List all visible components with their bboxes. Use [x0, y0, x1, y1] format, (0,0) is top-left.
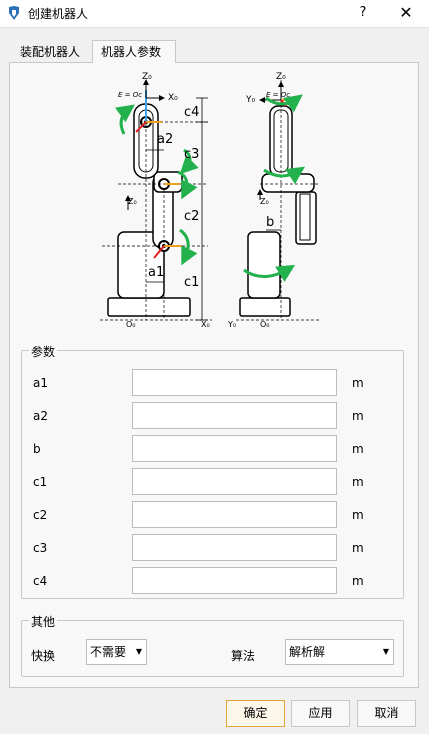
close-button[interactable]: ✕: [399, 3, 413, 22]
param-input-a2[interactable]: [132, 402, 337, 429]
label-o0-left: O₀: [126, 320, 136, 329]
quick-change-value: 不需要: [90, 645, 127, 659]
quick-change-label: 快换: [31, 649, 56, 663]
robot-app-icon: [9, 6, 19, 20]
title-bar: 创建机器人 ? ✕: [0, 0, 429, 28]
unit-a2: m: [352, 409, 364, 423]
algorithm-value: 解析解: [289, 645, 326, 659]
params-group: 参数: [21, 343, 404, 599]
param-input-c4[interactable]: [132, 567, 337, 594]
label-z0-top-right: Z₀: [276, 72, 286, 82]
algorithm-select[interactable]: 解析解 ▼: [285, 639, 394, 665]
side-view: Z₀ X₀ E = Oc c4 a2 c3 Z₀ c2 a1 c1 O₀ X₀: [100, 72, 212, 329]
param-label-c4: c4: [33, 574, 48, 588]
unit-c2: m: [352, 508, 364, 522]
apply-button[interactable]: 应用: [291, 700, 350, 727]
other-legend: 其他: [29, 613, 58, 630]
window-title: 创建机器人: [28, 7, 89, 21]
chevron-down-icon: ▼: [135, 647, 142, 656]
param-label-c1: c1: [33, 475, 48, 489]
label-z0-right-mid: Z₀: [260, 197, 269, 206]
tab-robot-params[interactable]: 机器人参数: [92, 40, 176, 63]
param-input-c1[interactable]: [132, 468, 337, 495]
label-c4: c4: [184, 105, 199, 120]
front-view: Z₀ Y₀ E = Oc Z₀ b Y₀ O₀: [227, 72, 320, 329]
label-a1: a1: [148, 265, 164, 280]
label-c2: c2: [184, 209, 199, 224]
param-input-c2[interactable]: [132, 501, 337, 528]
algorithm-label: 算法: [231, 649, 256, 663]
ok-button[interactable]: 确定: [226, 700, 285, 727]
label-x0-top-left: X₀: [168, 93, 178, 103]
cancel-button[interactable]: 取消: [357, 700, 416, 727]
label-c3: c3: [184, 147, 199, 162]
label-a2: a2: [157, 132, 173, 147]
unit-c3: m: [352, 541, 364, 555]
label-y0-bottom: Y₀: [227, 320, 236, 329]
help-button[interactable]: ?: [359, 5, 367, 20]
label-o0-right: O₀: [260, 320, 270, 329]
param-input-b[interactable]: [132, 435, 337, 462]
label-x0-bottom: X₀: [201, 320, 210, 329]
param-label-c3: c3: [33, 541, 48, 555]
label-c1: c1: [184, 275, 199, 290]
param-label-b: b: [33, 442, 41, 456]
label-b: b: [266, 215, 274, 230]
label-y0-top-right: Y₀: [245, 95, 255, 105]
param-input-c3[interactable]: [132, 534, 337, 561]
unit-a1: m: [352, 376, 364, 390]
tab-assemble-robot[interactable]: 装配机器人: [11, 40, 91, 63]
label-z0-mid: Z₀: [128, 197, 137, 206]
param-label-c2: c2: [33, 508, 48, 522]
param-label-a2: a2: [33, 409, 48, 423]
label-e-oc-right: E = Oc: [266, 91, 290, 99]
param-input-a1[interactable]: [132, 369, 337, 396]
unit-b: m: [352, 442, 364, 456]
params-legend: 参数: [29, 343, 58, 360]
chevron-down-icon: ▼: [382, 647, 389, 656]
robot-kinematics-diagram: Z₀ X₀ E = Oc c4 a2 c3 Z₀ c2 a1 c1 O₀ X₀ …: [100, 72, 320, 329]
param-label-a1: a1: [33, 376, 48, 390]
unit-c1: m: [352, 475, 364, 489]
unit-c4: m: [352, 574, 364, 588]
label-e-oc-left: E = Oc: [118, 91, 142, 99]
other-group: 其他: [21, 613, 404, 677]
label-z0-top-left: Z₀: [142, 72, 152, 82]
quick-change-select[interactable]: 不需要 ▼: [86, 639, 147, 665]
